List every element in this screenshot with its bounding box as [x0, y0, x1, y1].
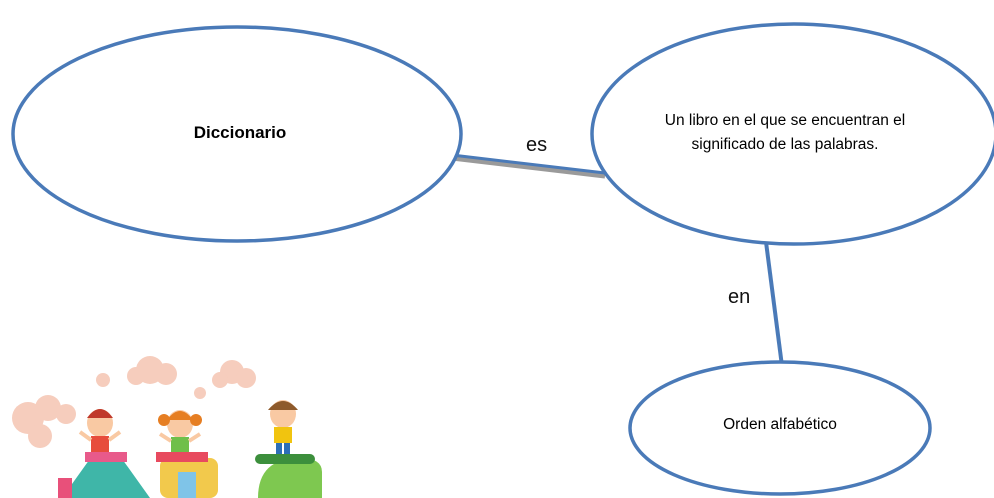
cloud-icon [12, 395, 76, 448]
abc-kids-illustration [12, 356, 322, 498]
node-orden-text: Orden alfabético [723, 416, 837, 433]
edge-label-es: es [526, 134, 548, 156]
letter-a-icon [58, 452, 150, 498]
connector-es [451, 153, 606, 179]
kid-icon [78, 409, 122, 460]
connector-en [764, 241, 784, 367]
node-definicion-text: Un libro en el que se encuentran el sign… [664, 112, 906, 153]
node-diccionario-ellipse [11, 25, 463, 243]
edge-label-en: en [728, 286, 751, 308]
kid-icon [268, 400, 298, 455]
node-definicion-ellipse [590, 22, 994, 246]
cloud-icon [212, 360, 256, 388]
node-diccionario-text: Diccionario [193, 123, 287, 142]
cloud-icon [127, 356, 177, 385]
kid-icon [158, 410, 202, 453]
letter-c-icon [255, 454, 322, 498]
letter-b-icon [156, 452, 218, 498]
node-orden-ellipse [628, 360, 932, 496]
